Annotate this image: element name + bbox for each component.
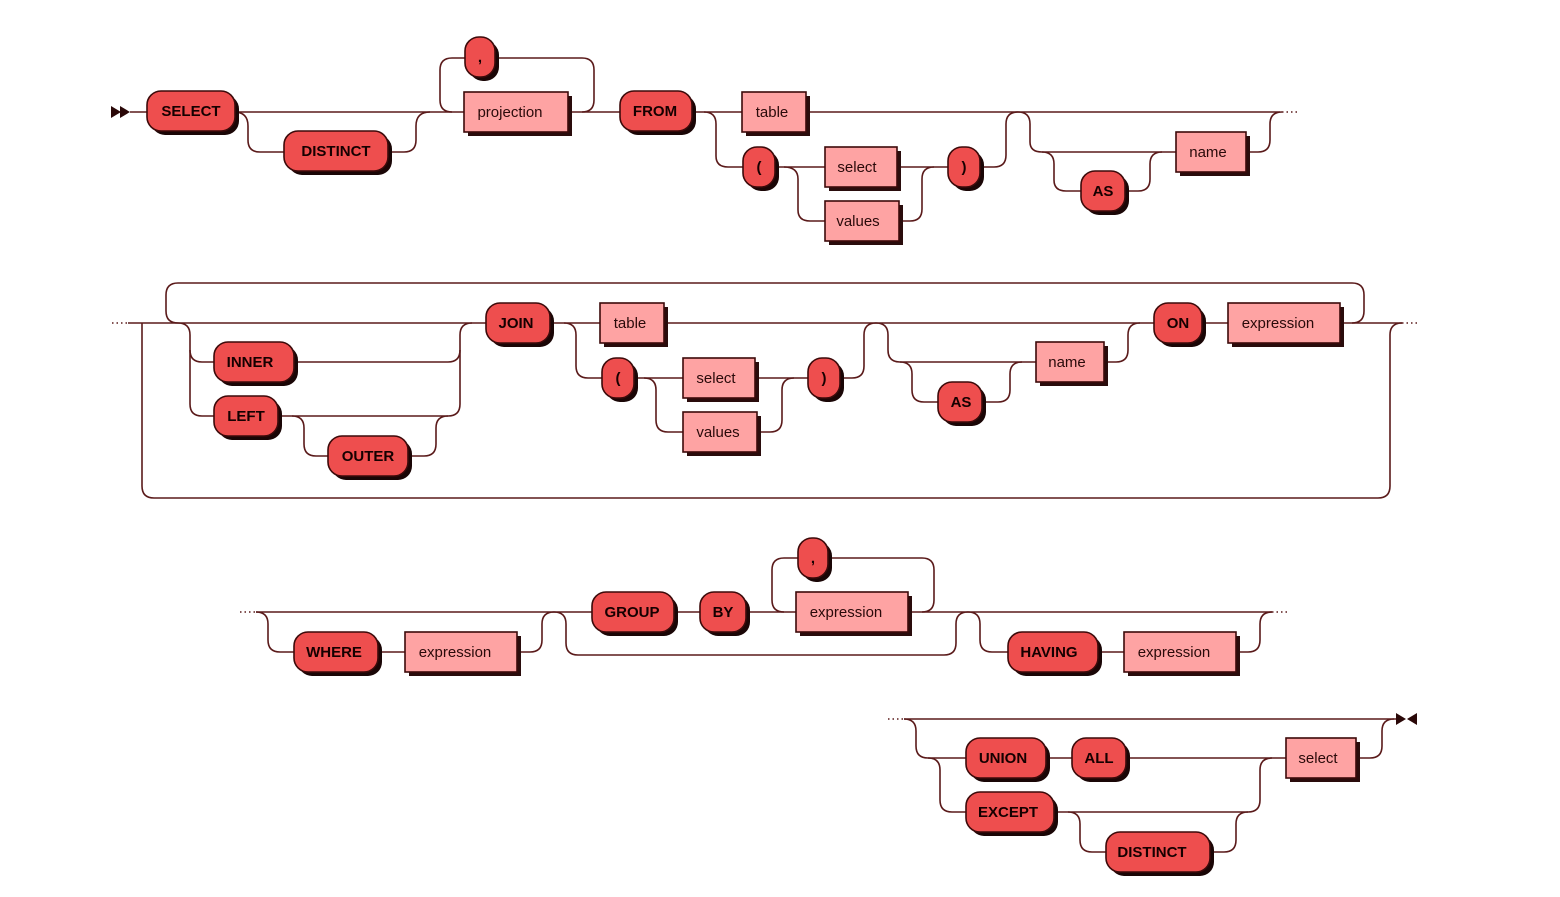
- nonterminal-join-select-node: select: [682, 357, 759, 402]
- keyword-except-node: EXCEPT: [965, 791, 1058, 836]
- keyword-distinct-node: DISTINCT: [283, 130, 392, 175]
- nonterminal-on-expression-node: expression: [1227, 302, 1344, 347]
- keyword-on-node: ON: [1153, 302, 1206, 347]
- keyword-except-distinct-node: DISTINCT: [1105, 831, 1214, 876]
- keyword-outer-label: OUTER: [342, 448, 395, 465]
- nonterminal-select-label: select: [837, 159, 877, 176]
- keyword-comma-label: ,: [478, 49, 482, 66]
- keyword-left-label: LEFT: [227, 408, 265, 425]
- nonterminal-select-node: select: [824, 146, 901, 191]
- nonterminal-union-select-label: select: [1298, 750, 1338, 767]
- keyword-inner-label: INNER: [227, 354, 274, 371]
- keyword-join-as-label: AS: [951, 394, 972, 411]
- row-where-group-having: WHERE expression GROUP BY , expression: [240, 537, 1290, 676]
- keyword-on-label: ON: [1167, 315, 1190, 332]
- nonterminal-table-label: table: [756, 104, 789, 121]
- keyword-from-label: FROM: [633, 103, 677, 120]
- keyword-union-label: UNION: [979, 750, 1027, 767]
- nonterminal-having-expression-node: expression: [1123, 631, 1240, 676]
- row-select-from: SELECT DISTINCT , projection FROM table: [111, 36, 1298, 245]
- keyword-left-node: LEFT: [213, 395, 282, 440]
- keyword-where-label: WHERE: [306, 644, 362, 661]
- nonterminal-join-table-node: table: [599, 302, 668, 347]
- keyword-join-close-paren-label: ): [822, 370, 827, 387]
- keyword-by-label: BY: [713, 604, 734, 621]
- keyword-except-label: EXCEPT: [978, 804, 1038, 821]
- end-arrow-icon: [1396, 713, 1417, 725]
- keyword-group-node: GROUP: [591, 591, 678, 636]
- keyword-inner-node: INNER: [213, 341, 298, 386]
- nonterminal-values-node: values: [824, 200, 903, 245]
- keyword-where-node: WHERE: [293, 631, 382, 676]
- nonterminal-projection-label: projection: [477, 104, 542, 121]
- nonterminal-union-select-node: select: [1285, 737, 1360, 782]
- keyword-join-open-paren-label: (: [616, 370, 621, 387]
- keyword-all-label: ALL: [1084, 750, 1113, 767]
- keyword-close-paren-label: ): [962, 159, 967, 176]
- keyword-select-node: SELECT: [146, 90, 239, 135]
- nonterminal-on-expression-label: expression: [1242, 315, 1315, 332]
- keyword-join-open-paren-node: (: [601, 357, 638, 402]
- row-join: INNER LEFT OUTER JOIN table (: [112, 282, 1418, 499]
- start-arrow-icon: [111, 106, 130, 118]
- nonterminal-join-table-label: table: [614, 315, 647, 332]
- keyword-except-distinct-label: DISTINCT: [1117, 844, 1186, 861]
- nonterminal-name-label: name: [1189, 144, 1227, 161]
- keyword-comma-node: ,: [464, 36, 499, 81]
- keyword-as-node: AS: [1080, 170, 1129, 215]
- keyword-by-node: BY: [699, 591, 750, 636]
- keyword-join-as-node: AS: [937, 381, 986, 426]
- nonterminal-join-values-label: values: [696, 424, 739, 441]
- nonterminal-group-expression-label: expression: [810, 604, 883, 621]
- keyword-join-close-paren-node: ): [807, 357, 844, 402]
- keyword-close-paren-node: ): [947, 146, 984, 191]
- keyword-join-label: JOIN: [498, 315, 533, 332]
- row-set-operations: UNION ALL select EXCEPT DISTINCT: [888, 713, 1417, 876]
- keyword-group-comma-node: ,: [797, 537, 832, 582]
- nonterminal-where-expression-node: expression: [404, 631, 521, 676]
- keyword-join-node: JOIN: [485, 302, 554, 347]
- nonterminal-group-expression-node: expression: [795, 591, 912, 636]
- nonterminal-join-name-label: name: [1048, 354, 1086, 371]
- nonterminal-where-expression-label: expression: [419, 644, 492, 661]
- keyword-open-paren-label: (: [757, 159, 762, 176]
- nonterminal-join-select-label: select: [696, 370, 736, 387]
- nonterminal-name-node: name: [1175, 131, 1250, 176]
- keyword-from-node: FROM: [619, 90, 696, 135]
- nonterminal-values-label: values: [836, 213, 879, 230]
- keyword-open-paren-node: (: [742, 146, 779, 191]
- keyword-select-label: SELECT: [161, 103, 220, 120]
- nonterminal-having-expression-label: expression: [1138, 644, 1211, 661]
- keyword-union-node: UNION: [965, 737, 1050, 782]
- nonterminal-join-values-node: values: [682, 411, 761, 456]
- keyword-group-label: GROUP: [604, 604, 659, 621]
- keyword-having-node: HAVING: [1007, 631, 1102, 676]
- keyword-distinct-label: DISTINCT: [301, 143, 370, 160]
- keyword-all-node: ALL: [1071, 737, 1130, 782]
- keyword-having-label: HAVING: [1020, 644, 1077, 661]
- nonterminal-projection-node: projection: [463, 91, 572, 136]
- keyword-as-label: AS: [1093, 183, 1114, 200]
- nonterminal-table-node: table: [741, 91, 810, 136]
- keyword-outer-node: OUTER: [327, 435, 412, 480]
- keyword-group-comma-label: ,: [811, 550, 815, 567]
- nonterminal-join-name-node: name: [1035, 341, 1108, 386]
